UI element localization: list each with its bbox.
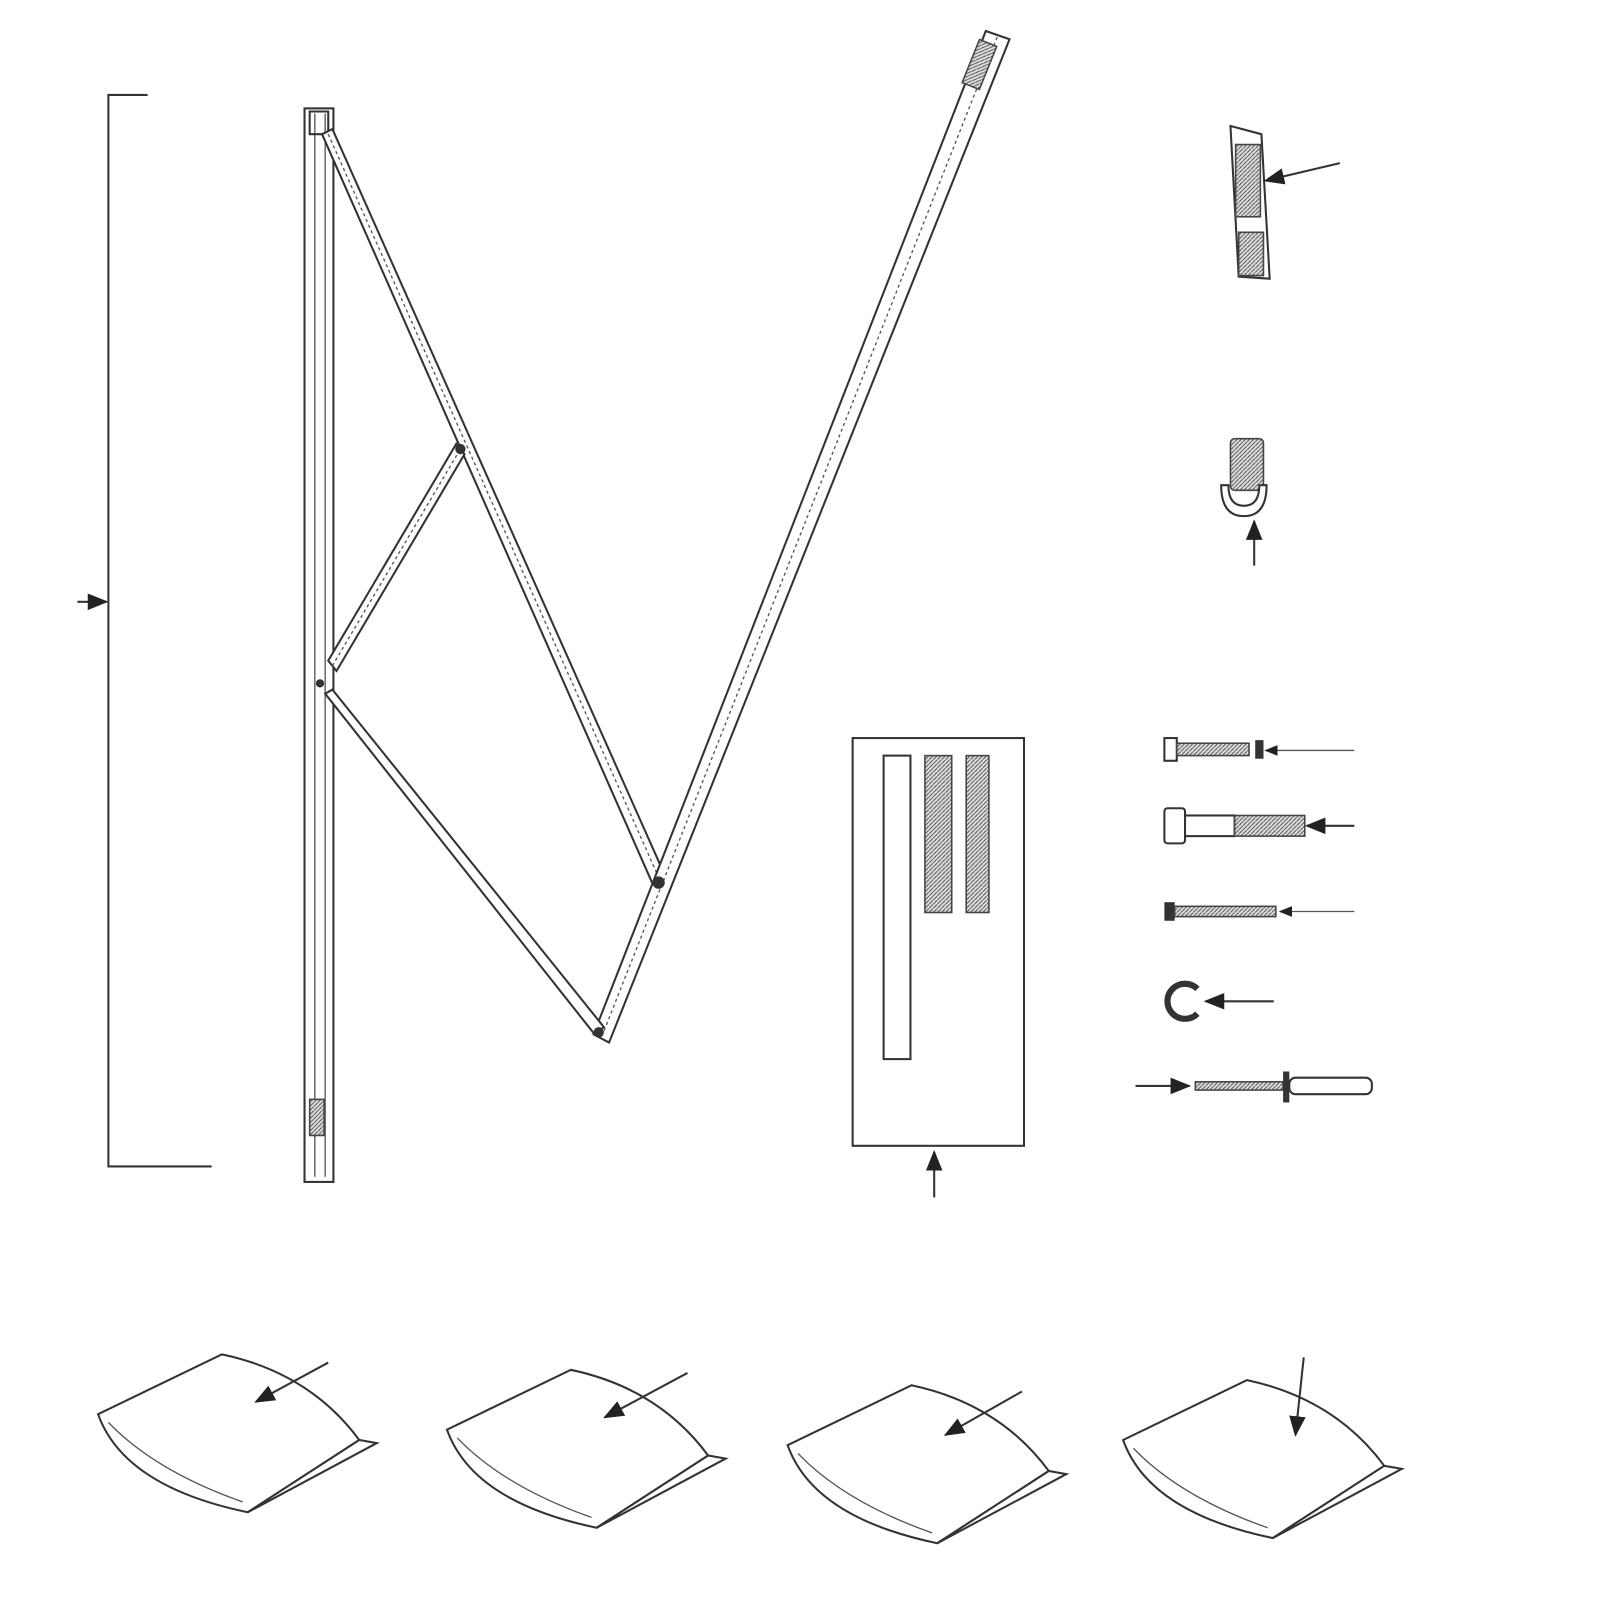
parts-card-icon: [851, 737, 1026, 1198]
hardware-bag-icon: [1121, 1357, 1405, 1540]
support-arm-assembly-icon: [303, 29, 1011, 1183]
rivet-icon: [1135, 1071, 1373, 1103]
hardware-bag-icon: [96, 1353, 380, 1514]
bolt-with-nut-icon: [1163, 737, 1355, 762]
c-clip-icon: [1164, 980, 1274, 1022]
hardware-bag-icon: [445, 1368, 729, 1529]
hardware-bag-icon: [786, 1384, 1070, 1545]
brush-bracket-icon: [1229, 124, 1341, 280]
height-dimension-bracket: [77, 93, 212, 1168]
hex-bolt-icon: [1163, 807, 1355, 845]
screw-icon: [1164, 902, 1355, 921]
end-cap-icon: [1220, 437, 1268, 566]
